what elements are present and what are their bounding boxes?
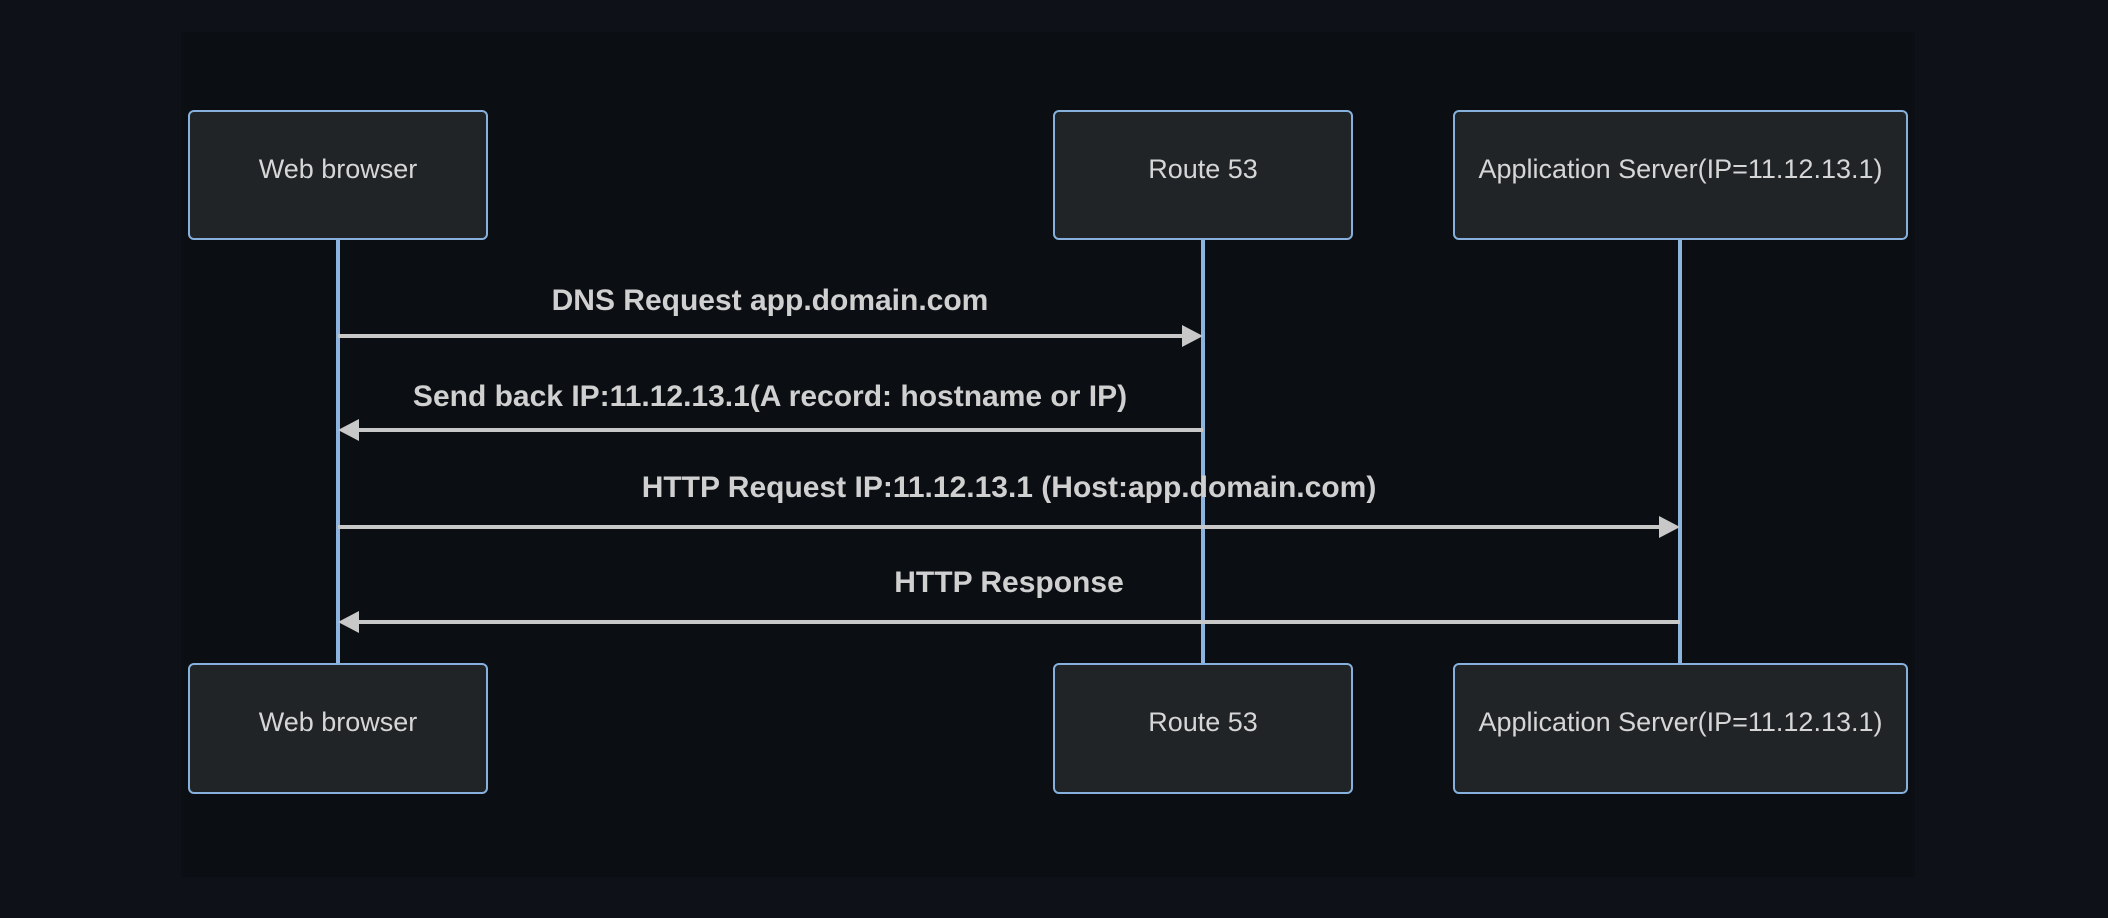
arrowhead-left-icon xyxy=(338,419,359,441)
actor-label: Route 53 xyxy=(1148,153,1258,184)
actor-bottom-route-53: Route 53 xyxy=(1053,663,1353,794)
lifeline-web-browser xyxy=(336,240,340,663)
actor-label: Web browser xyxy=(258,707,418,737)
arrowhead-right-icon xyxy=(1182,325,1203,347)
message-label: DNS Request app.domain.com xyxy=(551,284,989,317)
message-label: HTTP Request IP:11.12.13.1 (Host:app.dom… xyxy=(641,471,1377,504)
lifeline-route-53 xyxy=(1201,240,1205,663)
actor-top-web-browser: Web browser xyxy=(188,110,488,240)
actor-label: Route 53 xyxy=(1148,707,1258,737)
message-line xyxy=(338,334,1184,338)
actor-top-route-53: Route 53 xyxy=(1053,110,1353,240)
arrowhead-left-icon xyxy=(338,611,359,633)
actor-label: Application Server(IP=11.12.13.1) xyxy=(1478,153,1883,184)
arrowhead-right-icon xyxy=(1659,516,1680,538)
message-line xyxy=(338,525,1659,529)
message-label: Send back IP:11.12.13.1(A record: hostna… xyxy=(412,380,1128,413)
actor-bottom-app-server: Application Server(IP=11.12.13.1) xyxy=(1453,663,1908,794)
actor-label: Application Server(IP=11.12.13.1) xyxy=(1478,707,1883,737)
message-line xyxy=(359,620,1680,624)
actor-label: Web browser xyxy=(258,153,418,184)
message-line xyxy=(359,428,1203,432)
actor-top-app-server: Application Server(IP=11.12.13.1) xyxy=(1453,110,1908,240)
lifeline-app-server xyxy=(1678,240,1682,663)
actor-bottom-web-browser: Web browser xyxy=(188,663,488,794)
message-label: HTTP Response xyxy=(894,566,1124,599)
